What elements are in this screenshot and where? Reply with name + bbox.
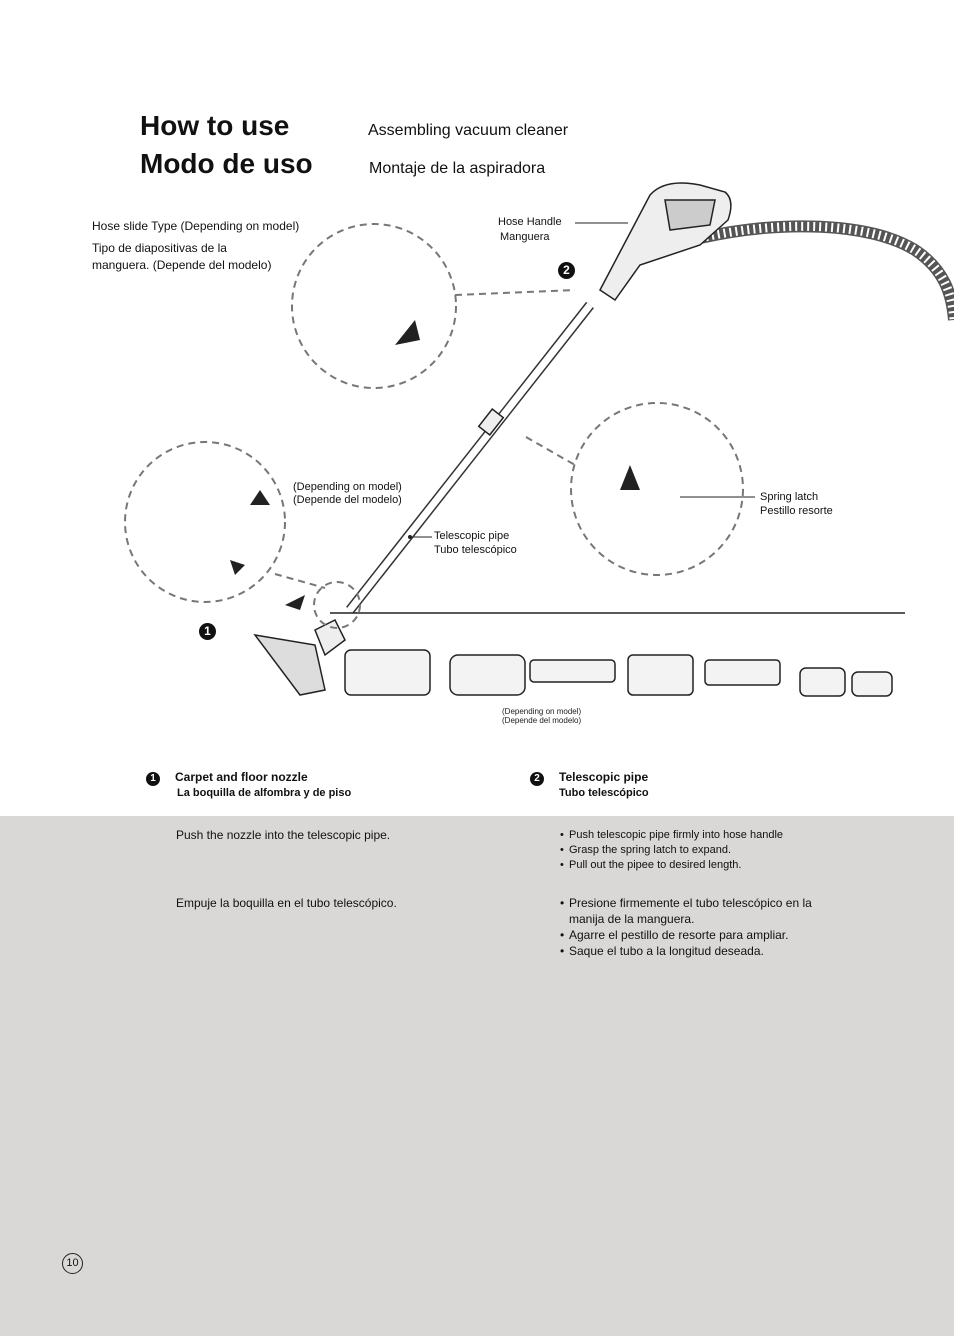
- hose-slide-label-es-1: Tipo de diapositivas de la: [92, 241, 227, 255]
- page-number: 10: [62, 1253, 83, 1274]
- marker-2-badge: 2: [558, 262, 575, 279]
- hose-body: [698, 220, 954, 321]
- arrow-up-icon: [250, 490, 270, 505]
- hose-handle-label-en: Hose Handle: [498, 216, 562, 228]
- nozzle-joint-circle: [313, 581, 361, 629]
- nozzle-detail-circle: [124, 441, 286, 603]
- section-2-badge: 2: [530, 772, 544, 786]
- nozzle-variants: [344, 649, 893, 697]
- arrow-down-icon: [230, 560, 245, 575]
- page-subtitle-es: Montaje de la aspiradora: [369, 160, 546, 177]
- list-item: Pull out the pipee to desired length.: [560, 858, 860, 873]
- hose-handle-label-es: Manguera: [500, 231, 550, 243]
- page-title-en: How to use: [140, 110, 290, 141]
- arrow-updown-icon: [620, 465, 640, 490]
- section-1-text-en: Push the nozzle into the telescopic pipe…: [176, 828, 391, 842]
- section-2-bullets-en: Push telescopic pipe firmly into hose ha…: [560, 828, 860, 873]
- page-title-es: Modo de uso: [140, 148, 313, 179]
- nozzles-depending-es: (Depende del modelo): [502, 716, 582, 725]
- list-item: Saque el tubo a la longitud deseada.: [560, 943, 850, 959]
- list-item: Push telescopic pipe firmly into hose ha…: [560, 828, 860, 843]
- list-item: Presione firmemente el tubo telescópico …: [560, 895, 850, 927]
- arrow-icon: [285, 595, 305, 610]
- section-2-bullets-es: Presione firmemente el tubo telescópico …: [560, 895, 850, 959]
- nozzles-depending-en: (Depending on model): [502, 707, 582, 716]
- section-2-title-en: Telescopic pipe: [559, 770, 649, 784]
- spring-latch-label-en: Spring latch: [760, 491, 819, 503]
- instructions-panel: [0, 816, 954, 1336]
- arrow-icon: [395, 320, 420, 345]
- section-1-badge: 1: [146, 772, 160, 786]
- hose-slide-detail-circle: [291, 223, 457, 389]
- telescopic-label-es: Tubo telescópico: [434, 544, 517, 556]
- marker-1-badge: 1: [199, 623, 216, 640]
- section-1-title-es: La boquilla de alfombra y de piso: [177, 787, 352, 799]
- section-1-text-es: Empuje la boquilla en el tubo telescópic…: [176, 896, 397, 910]
- page-subtitle-en: Assembling vacuum cleaner: [368, 122, 569, 139]
- hose-slide-label-es-2: manguera. (Depende del modelo): [92, 258, 272, 272]
- depending-label-es: (Depende del modelo): [293, 494, 402, 506]
- section-2-title-es: Tubo telescópico: [559, 787, 649, 799]
- list-item: Grasp the spring latch to expand.: [560, 843, 860, 858]
- hose-slide-label-en: Hose slide Type (Depending on model): [92, 219, 300, 233]
- section-1-title-en: Carpet and floor nozzle: [175, 770, 308, 784]
- main-nozzle-shape: [253, 633, 326, 696]
- telescopic-label-en: Telescopic pipe: [434, 530, 510, 542]
- vacuum-assembly-illustration: [124, 182, 954, 697]
- depending-label-en: (Depending on model): [293, 481, 402, 493]
- spring-latch-label-es: Pestillo resorte: [760, 505, 833, 517]
- list-item: Agarre el pestillo de resorte para ampli…: [560, 927, 850, 943]
- spring-latch-detail-circle: [570, 402, 744, 576]
